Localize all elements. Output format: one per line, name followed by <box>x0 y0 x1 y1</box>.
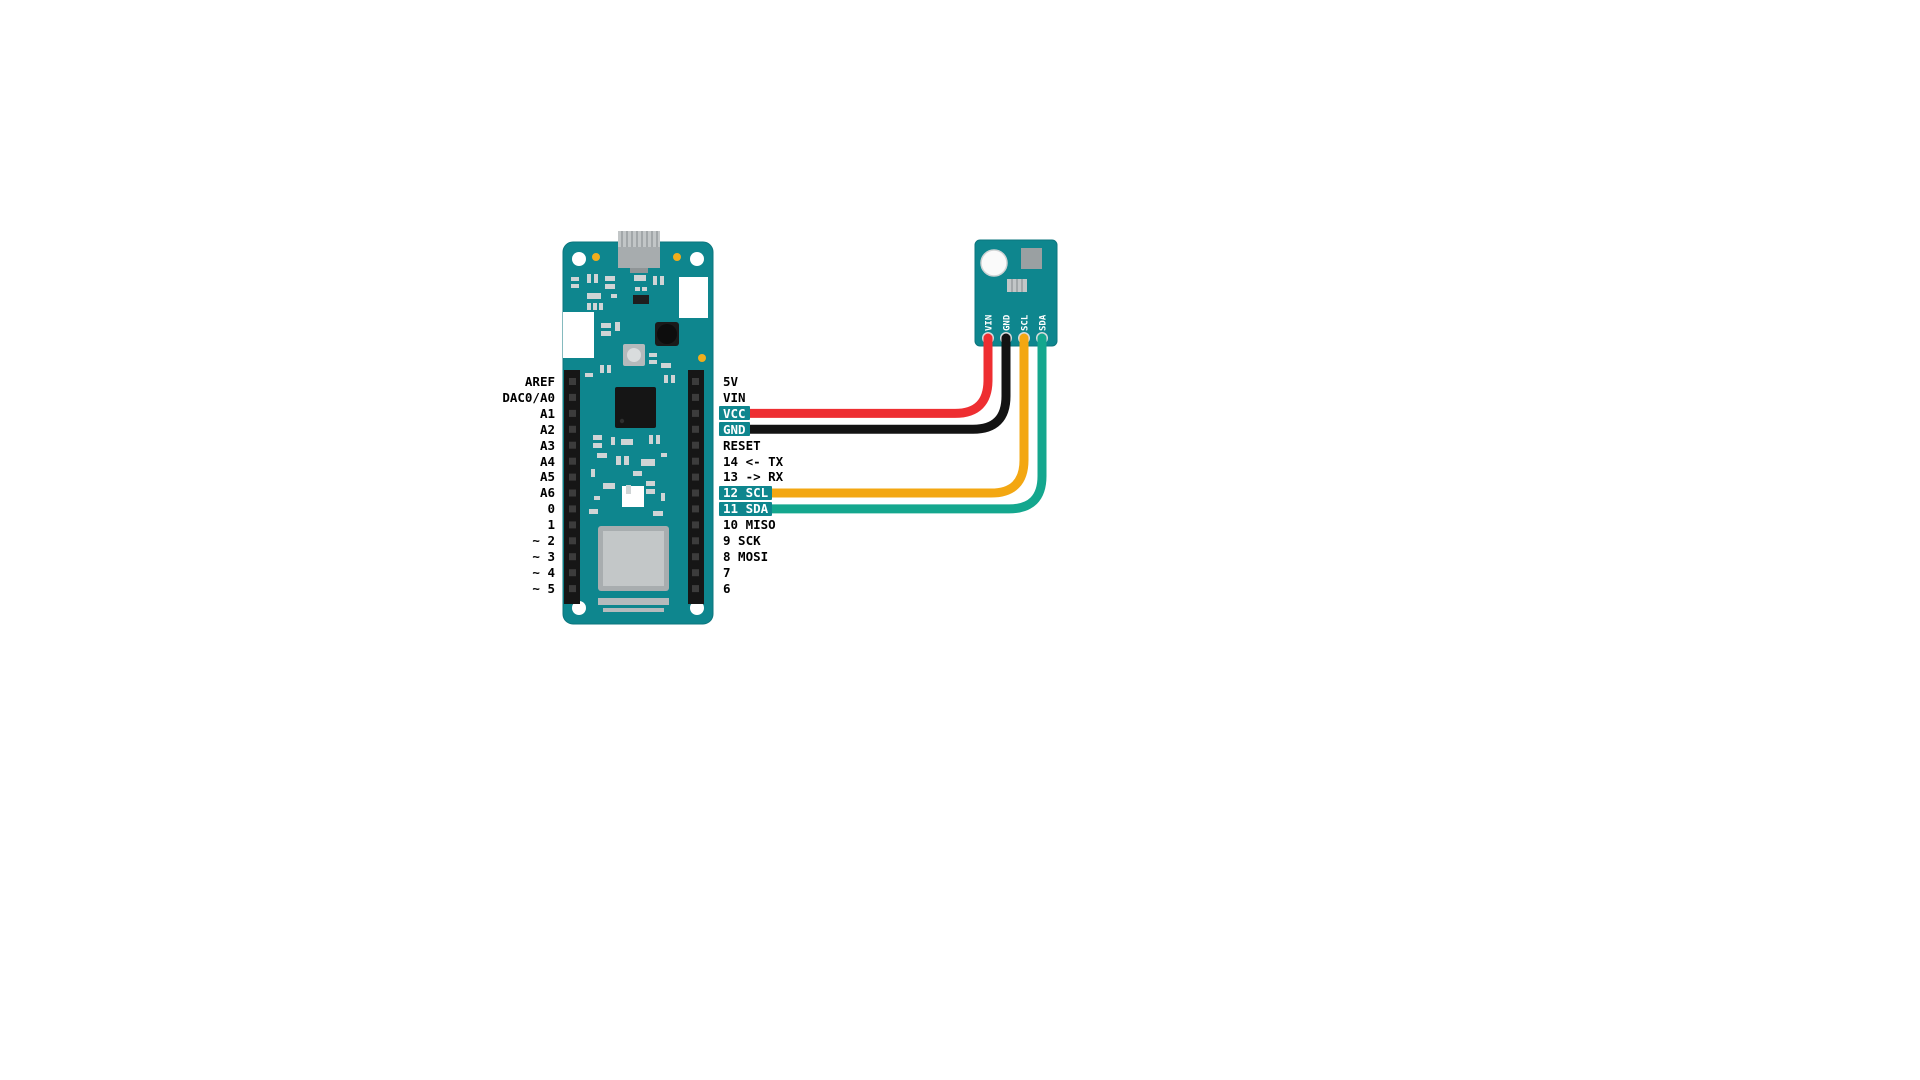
wires <box>744 333 1047 514</box>
pin-row-right: 8 MOSI <box>719 549 949 565</box>
pin-badge-11-sda: 11 SDA <box>719 501 773 516</box>
pin-row-right: 14 <- TX <box>719 453 949 469</box>
sensor-pin-label-sda: SDA <box>1039 314 1049 331</box>
pin-row-right: RESET <box>719 437 949 453</box>
pin-row-right: 13 -> RX <box>719 469 949 485</box>
pin-label-14-tx: 14 <- TX <box>723 453 784 469</box>
sensor-pin-label-gnd: GND <box>1003 314 1013 331</box>
pin-row-right: 12 SCL <box>719 485 949 501</box>
white-connector <box>679 277 708 318</box>
usb-connector <box>618 231 660 273</box>
sensor-chip <box>1021 248 1042 269</box>
pin-badge-12-scl: 12 SCL <box>719 485 773 500</box>
pin-label-5: ~ 5 <box>532 580 555 596</box>
mounting-hole <box>690 252 704 266</box>
pin-label-0: 0 <box>547 501 555 517</box>
pin-row-right: VCC <box>719 405 949 421</box>
white-connector <box>563 312 594 358</box>
pin-row-right: 5V <box>719 374 949 390</box>
mounting-hole <box>572 252 586 266</box>
pin-header-left <box>564 370 580 604</box>
pin-label-vin: VIN <box>723 389 746 405</box>
pin-label-a2: A2 <box>539 421 555 437</box>
rf-shield <box>598 526 669 612</box>
pin-row-left: ~ 5 <box>380 580 555 596</box>
pin-row-left: DAC0/A0 <box>380 389 555 405</box>
wire-scl-scl <box>766 333 1029 498</box>
wire-sda-sda <box>766 333 1047 514</box>
pin-label-9-sck: 9 SCK <box>723 533 761 549</box>
mcu-chip <box>615 387 656 428</box>
pin-badge-vcc: VCC <box>719 406 750 421</box>
pin-label-7: 7 <box>723 565 731 581</box>
right-pin-labels: 5V VIN VCC GND RESET 14 <- TX 13 -> RX 1… <box>719 374 949 597</box>
smd-components <box>571 274 675 516</box>
pin-row-left: A5 <box>380 469 555 485</box>
pin-row-right: 7 <box>719 565 949 581</box>
pin-label-a1: A1 <box>539 405 555 421</box>
pin-label-aref: AREF <box>524 373 555 389</box>
pin-label-a5: A5 <box>539 469 555 485</box>
pin-row-left: A1 <box>380 405 555 421</box>
pin-label-6: 6 <box>723 580 731 596</box>
pin-label-10-miso: 10 MISO <box>723 517 776 533</box>
pin-header-right <box>688 370 704 604</box>
pin-label-a6: A6 <box>539 485 555 501</box>
sensor-lens <box>980 249 1008 277</box>
pin-label-a3: A3 <box>539 437 555 453</box>
wire-gnd-gnd <box>744 333 1011 434</box>
pin-row-right: GND <box>719 421 949 437</box>
pin-badge-gnd: GND <box>719 422 750 437</box>
white-component <box>622 486 644 507</box>
pin-row-right: VIN <box>719 389 949 405</box>
pin-label-5v: 5V <box>723 373 739 389</box>
mkr-board <box>562 231 714 625</box>
sensor-board: VIN GND SCL SDA <box>974 239 1058 347</box>
pin-label-1: 1 <box>547 517 555 533</box>
pin-row-right: 9 SCK <box>719 533 949 549</box>
pin-row-left: AREF <box>380 374 555 390</box>
pin-row-left: A6 <box>380 485 555 501</box>
sensor-pin-label-scl: SCL <box>1021 314 1031 331</box>
gold-pad <box>698 354 706 362</box>
pin-label-dac0-a0: DAC0/A0 <box>502 389 555 405</box>
pin-row-left: ~ 2 <box>380 533 555 549</box>
pin-label-a4: A4 <box>539 453 555 469</box>
pin-label-reset: RESET <box>723 437 761 453</box>
pin-row-left: A3 <box>380 437 555 453</box>
pin-row-left: ~ 3 <box>380 549 555 565</box>
sensor-component <box>1007 279 1027 292</box>
pin-label-3: ~ 3 <box>532 549 555 565</box>
crystal-component <box>655 322 679 346</box>
pin-label-2: ~ 2 <box>532 533 555 549</box>
sensor-pin-label-vin: VIN <box>985 315 995 331</box>
pin-row-left: ~ 4 <box>380 565 555 581</box>
gold-pad <box>592 253 600 261</box>
pin-row-left: 1 <box>380 517 555 533</box>
mounting-hole <box>572 601 586 615</box>
mounting-hole <box>690 601 704 615</box>
pin-row-left: A4 <box>380 453 555 469</box>
pin-row-left: A2 <box>380 421 555 437</box>
gold-pad <box>673 253 681 261</box>
small-chip <box>633 295 649 304</box>
pin-label-13-rx: 13 -> RX <box>723 469 784 485</box>
pin-row-right: 6 <box>719 580 949 596</box>
left-pin-labels: AREF DAC0/A0 A1 A2 A3 A4 A5 A6 0 1 ~ 2 ~… <box>380 374 555 597</box>
pin-row-left: 0 <box>380 501 555 517</box>
pin-label-4: ~ 4 <box>532 565 555 581</box>
wire-vcc-vin <box>744 333 993 418</box>
pin-row-right: 11 SDA <box>719 501 949 517</box>
reset-button <box>623 344 645 366</box>
pin-row-right: 10 MISO <box>719 517 949 533</box>
pin-label-8-mosi: 8 MOSI <box>723 549 769 565</box>
